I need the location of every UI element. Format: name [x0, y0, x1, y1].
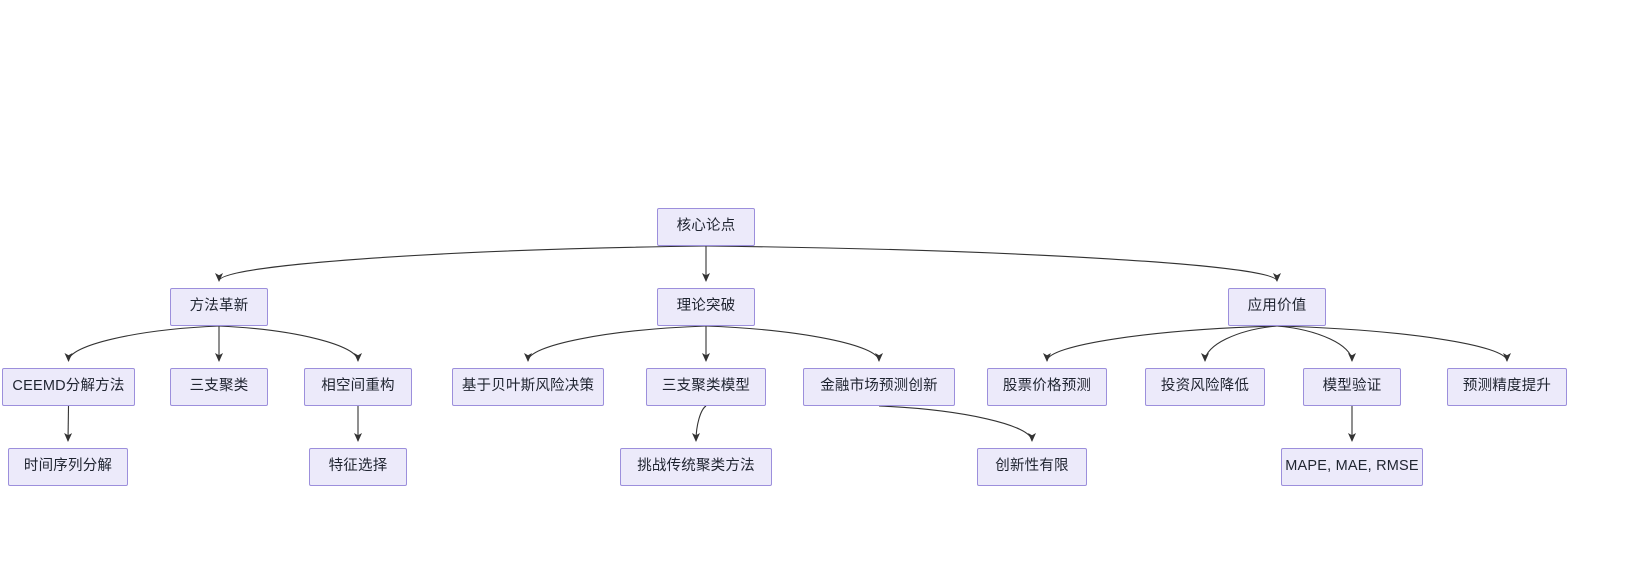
mindmap-node-n3c1[interactable]: MAPE, MAE, RMSE [1281, 448, 1423, 486]
mindmap-node-n3[interactable]: 应用价值 [1228, 288, 1326, 326]
edge-n1-to-n1a [64, 325, 220, 362]
mindmap-node-n3a[interactable]: 股票价格预测 [987, 368, 1107, 406]
node-label: 理论突破 [676, 298, 736, 315]
node-label: 模型验证 [1322, 378, 1382, 395]
mindmap-node-n1c1[interactable]: 特征选择 [309, 448, 407, 486]
node-label: 创新性有限 [995, 458, 1069, 475]
edge-root-to-n3 [705, 245, 1281, 282]
node-label: 核心论点 [676, 218, 736, 235]
mindmap-node-n3c[interactable]: 模型验证 [1303, 368, 1401, 406]
mindmap-node-n1[interactable]: 方法革新 [170, 288, 268, 326]
node-label: 挑战传统聚类方法 [637, 458, 755, 475]
node-label: 股票价格预测 [1002, 378, 1092, 395]
mindmap-node-n1c[interactable]: 相空间重构 [304, 368, 412, 406]
edge-n2-to-n2c [705, 325, 883, 362]
mindmap-node-n2c[interactable]: 金融市场预测创新 [803, 368, 955, 406]
mindmap-node-n2b1[interactable]: 挑战传统聚类方法 [620, 448, 772, 486]
mindmap-node-n1b[interactable]: 三支聚类 [170, 368, 268, 406]
mindmap-node-n3d[interactable]: 预测精度提升 [1447, 368, 1567, 406]
mindmap-node-n2[interactable]: 理论突破 [657, 288, 755, 326]
mindmap-node-n2a[interactable]: 基于贝叶斯风险决策 [452, 368, 604, 406]
edge-root-to-n1 [215, 245, 707, 282]
edge-n1a-to-n1a1 [64, 405, 73, 442]
node-label: 应用价值 [1247, 298, 1307, 315]
edge-n2-to-n2a [524, 325, 707, 362]
node-label: 三支聚类模型 [661, 378, 751, 395]
mindmap-node-n3b[interactable]: 投资风险降低 [1145, 368, 1265, 406]
node-label: 投资风险降低 [1160, 378, 1250, 395]
node-label: CEEMD分解方法 [12, 378, 125, 395]
edge-n1-to-n1c [218, 325, 362, 362]
node-label: 金融市场预测创新 [820, 378, 938, 395]
node-label: 基于贝叶斯风险决策 [461, 378, 595, 395]
node-label: 相空间重构 [321, 378, 395, 395]
edge-paths [64, 245, 1511, 442]
edge-n2c-to-n2c1 [878, 405, 1036, 442]
node-label: 特征选择 [328, 458, 388, 475]
node-label: 三支聚类 [189, 378, 249, 395]
edge-n2b-to-n2b1 [692, 405, 707, 442]
mindmap-node-n1a1[interactable]: 时间序列分解 [8, 448, 128, 486]
node-label: 方法革新 [189, 298, 249, 315]
node-label: MAPE, MAE, RMSE [1285, 458, 1419, 475]
edge-n3-to-n3c [1276, 325, 1356, 362]
node-label: 时间序列分解 [23, 458, 113, 475]
node-label: 预测精度提升 [1462, 378, 1552, 395]
edge-n3-to-n3d [1276, 325, 1511, 362]
mindmap-node-n2c1[interactable]: 创新性有限 [977, 448, 1087, 486]
mindmap-node-root[interactable]: 核心论点 [657, 208, 755, 246]
edge-n3-to-n3b [1201, 325, 1278, 362]
edge-n3-to-n3a [1043, 325, 1278, 362]
mindmap-node-n2b[interactable]: 三支聚类模型 [646, 368, 766, 406]
mindmap-node-n1a[interactable]: CEEMD分解方法 [2, 368, 135, 406]
